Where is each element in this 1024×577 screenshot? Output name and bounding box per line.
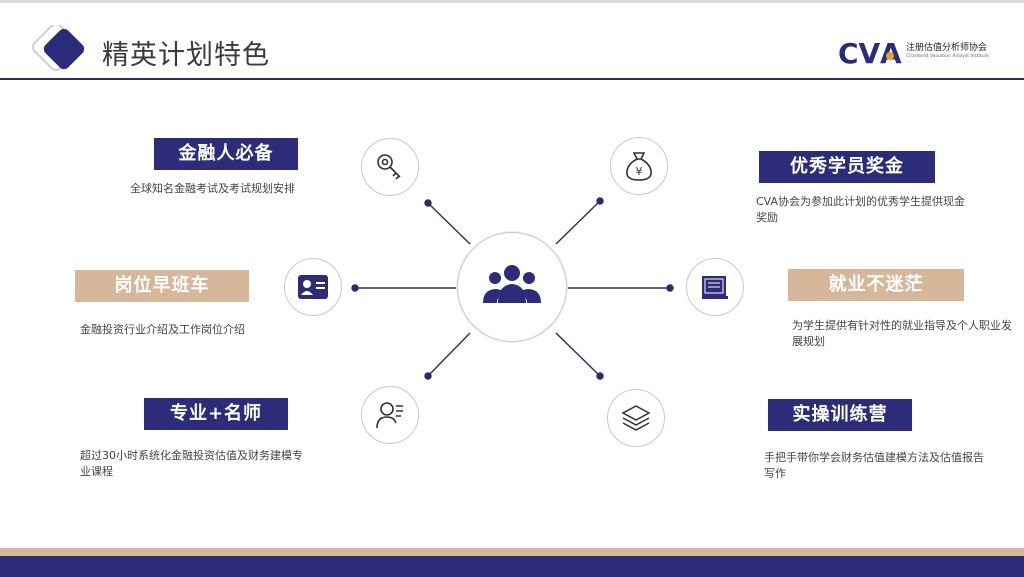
svg-text:CV: CV: [838, 37, 881, 67]
brand-name-en: Chartered Valuation Analyst Institute: [906, 54, 990, 59]
brand-logo: CV A 注册估值分析师协会 Chartered Valuation Analy…: [838, 37, 998, 70]
id-card-icon: [298, 275, 328, 299]
feature-title-3: 专业+名师: [144, 398, 288, 430]
feature-title-1: 金融人必备: [154, 138, 298, 170]
feature-desc-1: 全球知名金融考试及考试规划安排: [130, 182, 295, 195]
cva-logo-icon: CV A: [838, 37, 902, 70]
header: 精英计划特色 CV A 注册估值分析师协会 Chartered Valuatio…: [0, 3, 1024, 79]
header-divider: [0, 78, 1024, 80]
brand-name-cn: 注册估值分析师协会: [906, 43, 988, 53]
center-node: [457, 232, 567, 342]
feature-title-5: 就业不迷茫: [788, 269, 964, 301]
node-book: [686, 258, 744, 316]
people-group-icon: [483, 265, 541, 303]
footer-tan-band: [0, 548, 1024, 556]
feature-title-4: 优秀学员奖金: [759, 151, 935, 183]
money-bag-icon: ¥: [626, 152, 652, 181]
diamond-logo-icon: [32, 25, 85, 71]
top-strip: [0, 0, 1024, 3]
teacher-icon: [376, 402, 403, 429]
footer-navy-band: [0, 556, 1024, 577]
feature-desc-2: 金融投资行业介绍及工作岗位介绍: [80, 323, 245, 336]
node-layers: [607, 389, 665, 447]
node-key: [361, 138, 419, 196]
feature-title-2: 岗位早班车: [75, 270, 249, 302]
feature-desc-3: 超过30小时系统化金融投资估值及财务建模专业课程: [80, 449, 303, 478]
svg-text:¥: ¥: [636, 165, 643, 178]
book-icon: [702, 276, 728, 299]
node-id-card: [284, 258, 342, 316]
feature-desc-4: CVA协会为参加此计划的优秀学生提供现金奖励: [756, 195, 966, 224]
feature-title-6: 实操训练营: [768, 399, 912, 431]
page-title: 精英计划特色: [102, 40, 270, 71]
feature-desc-5: 为学生提供有针对性的就业指导及个人职业发展规划: [792, 319, 1012, 348]
feature-desc-6: 手把手带你学会财务估值建模方法及估值报告写作: [764, 451, 984, 480]
node-teacher: [361, 386, 419, 444]
layers-icon: [621, 405, 651, 431]
key-icon: [377, 154, 401, 180]
node-money-bag: ¥: [610, 137, 668, 195]
